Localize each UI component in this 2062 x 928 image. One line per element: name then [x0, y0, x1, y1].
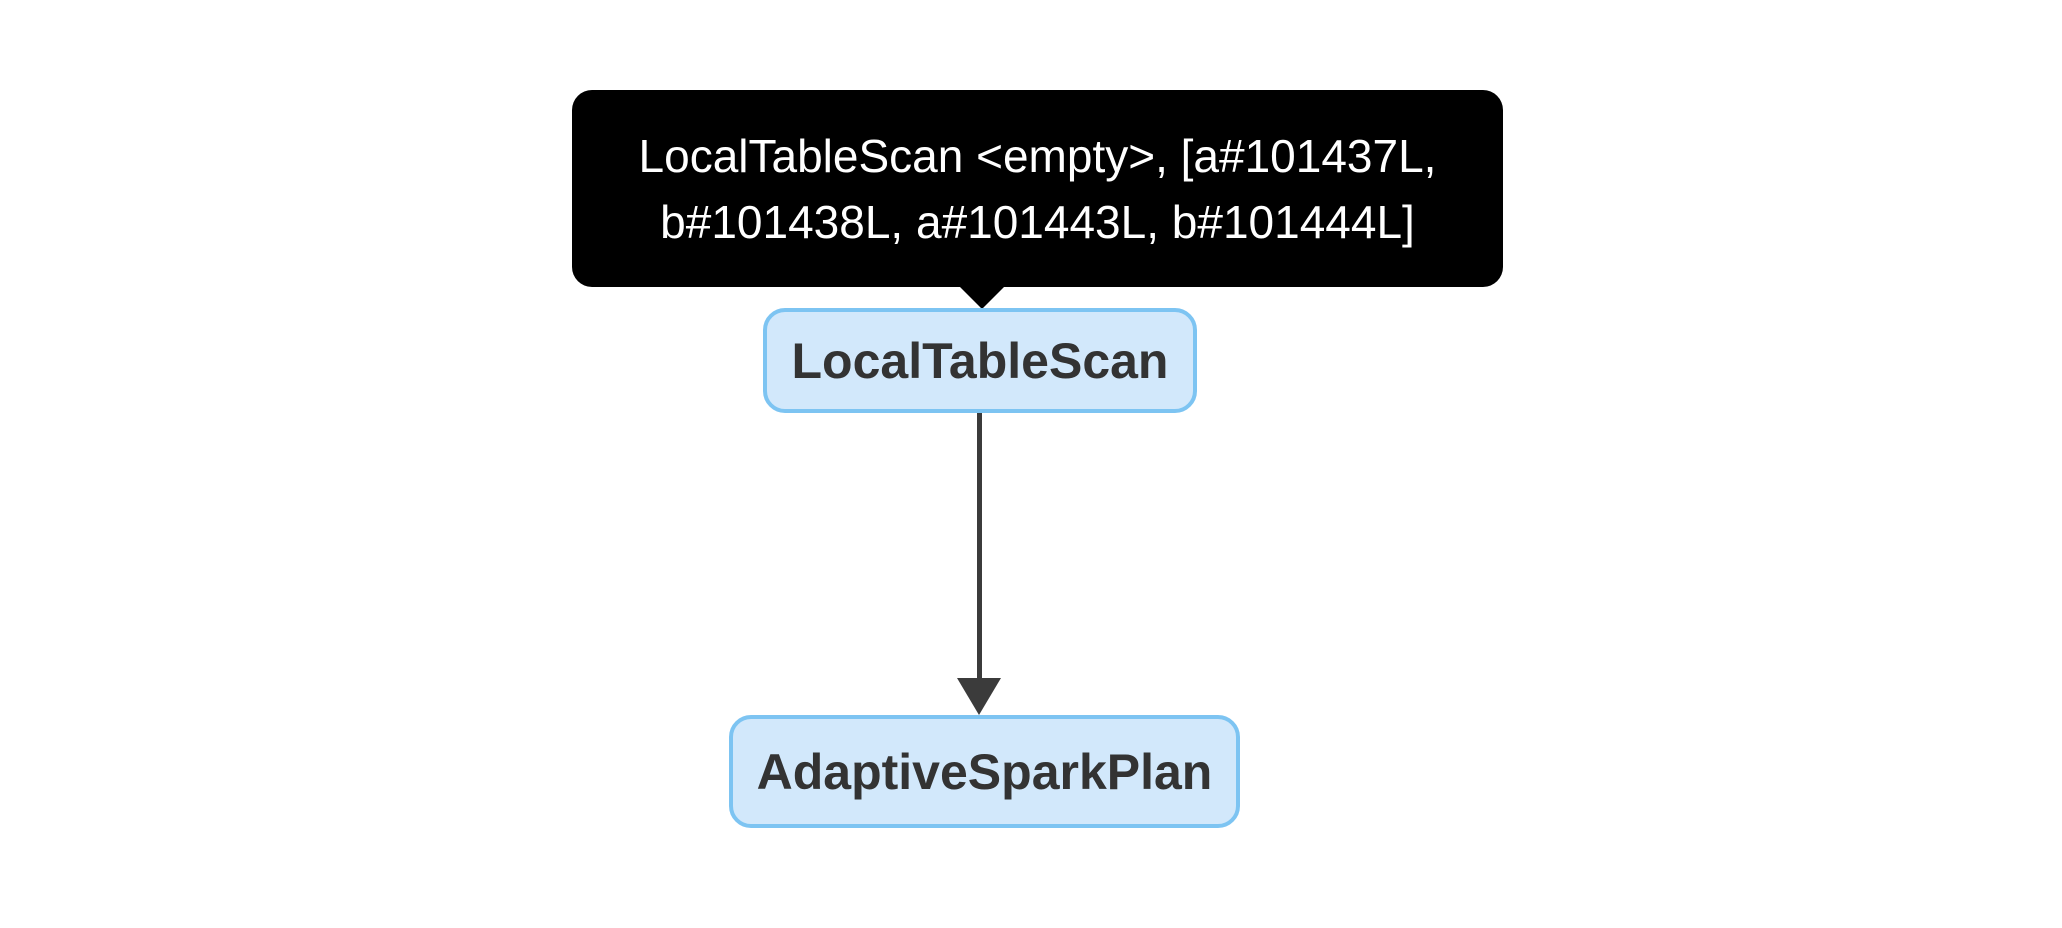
tooltip-text-line-2: b#101438L, a#101443L, b#101444L]	[660, 195, 1415, 248]
edge-arrowhead-icon	[957, 678, 1001, 715]
node-adaptive-spark-plan[interactable]: AdaptiveSparkPlan	[729, 715, 1240, 828]
node-tooltip: LocalTableScan <empty>, [a#101437L, b#10…	[572, 90, 1503, 309]
node-local-table-scan-label: LocalTableScan	[791, 332, 1169, 389]
tooltip-text-line-1: LocalTableScan <empty>, [a#101437L,	[638, 129, 1437, 182]
node-adaptive-spark-plan-label: AdaptiveSparkPlan	[756, 743, 1213, 800]
tooltip-pointer-icon	[959, 286, 1005, 309]
node-local-table-scan[interactable]: LocalTableScan	[763, 308, 1197, 413]
edge-line	[977, 413, 982, 680]
